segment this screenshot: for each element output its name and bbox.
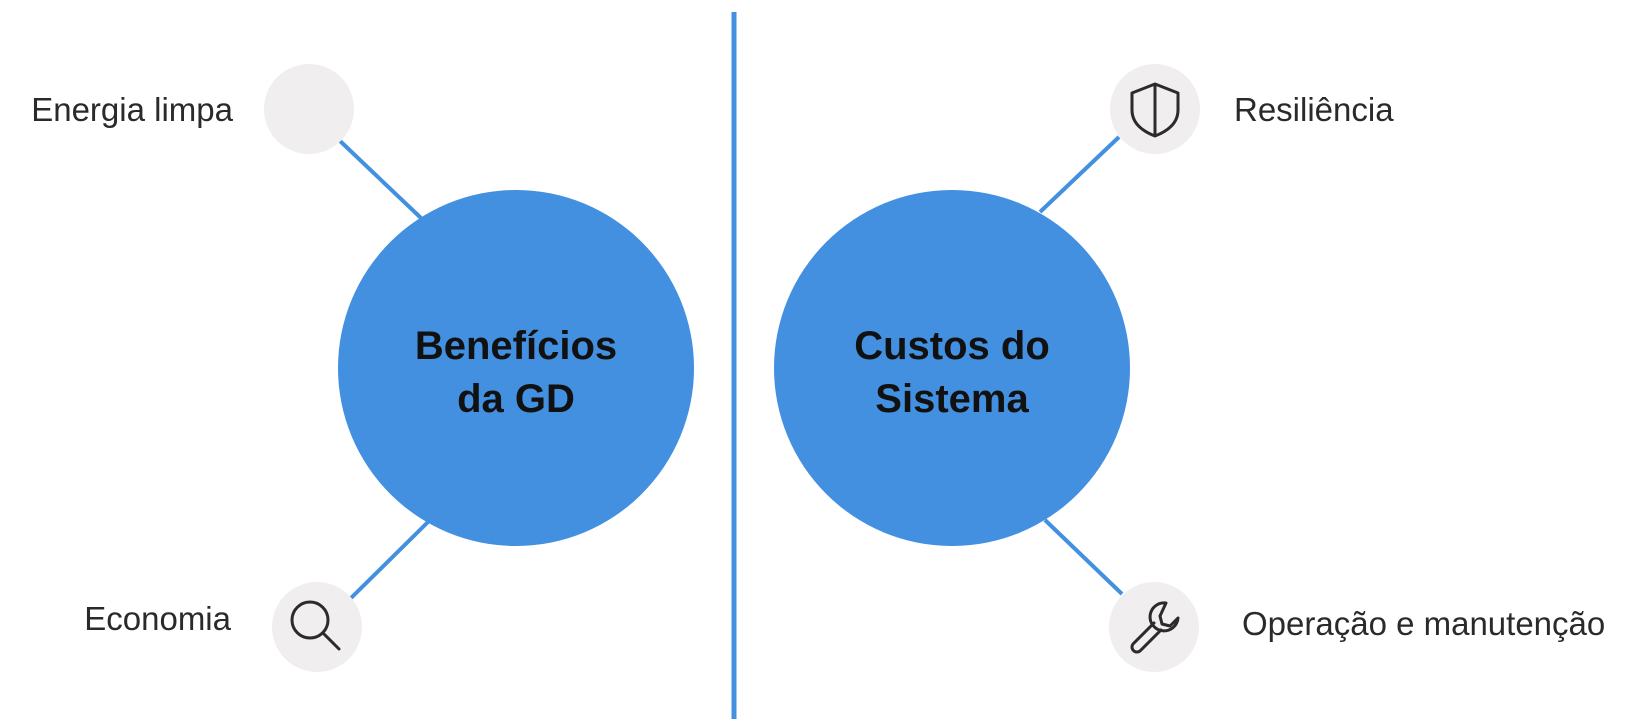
shield-icon — [1130, 82, 1180, 138]
node-label-operacao: Operação e manutenção — [1242, 605, 1605, 642]
node-label-energia-limpa: Energia limpa — [31, 91, 233, 128]
node-resiliencia: Resiliência — [1110, 64, 1394, 154]
icon-bg-economia — [272, 582, 362, 672]
right-group: Custos do Sistema Resiliência Operação e… — [774, 64, 1605, 672]
node-label-resiliencia: Resiliência — [1234, 91, 1394, 128]
connector-energia-limpa — [337, 138, 423, 220]
main-title-right-line2: Sistema — [875, 377, 1029, 421]
node-economia: Economia — [84, 582, 362, 672]
connector-operacao — [1043, 518, 1124, 596]
search-icon — [290, 600, 341, 651]
node-operacao: Operação e manutenção — [1109, 582, 1605, 672]
main-title-line1: Benefícios — [415, 324, 617, 368]
connector-resiliencia — [1038, 135, 1121, 214]
main-title-line2: da GD — [457, 377, 575, 421]
node-label-economia: Economia — [84, 600, 231, 637]
main-title-right-line1: Custos do — [854, 324, 1050, 368]
connector-economia — [347, 518, 432, 602]
node-energia-limpa: Energia limpa — [31, 64, 354, 154]
blank-icon — [264, 64, 354, 154]
main-circle-beneficios — [338, 190, 694, 546]
left-group: Benefícios da GD Energia limpa Economia — [31, 64, 694, 672]
main-circle-custos — [774, 190, 1130, 546]
wrench-icon — [1130, 601, 1180, 654]
